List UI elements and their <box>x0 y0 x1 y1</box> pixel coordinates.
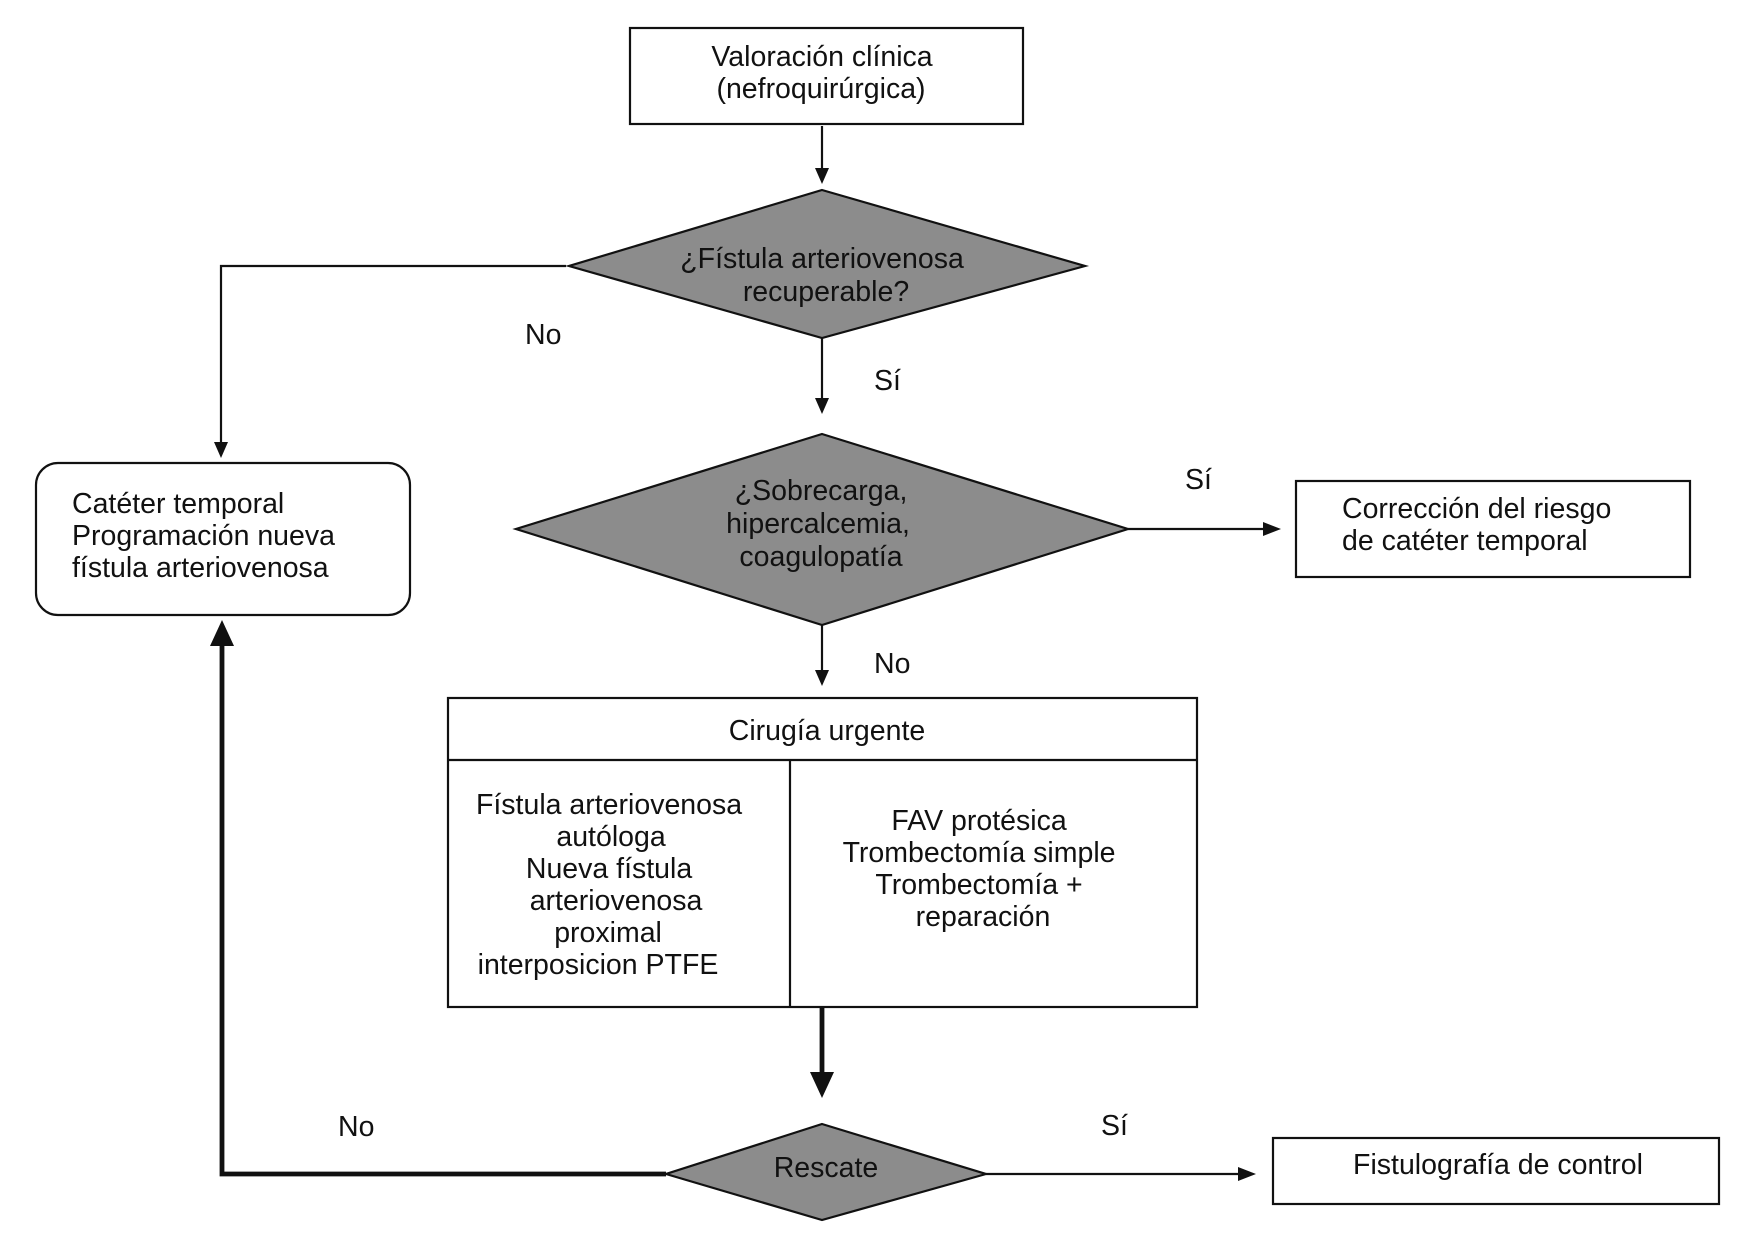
edge-label-fistula-si: Sí <box>874 365 901 397</box>
node-cirugia-urgente: Cirugía urgente Fístula arteriovenosa au… <box>446 696 1199 1009</box>
node-cateter-label: Catéter temporal Programación nueva físt… <box>72 488 343 584</box>
edge-label-sobrecarga-no: No <box>874 648 910 680</box>
arrowhead <box>214 442 228 458</box>
node-correccion-riesgo: Corrección del riesgo de catéter tempora… <box>1294 479 1692 579</box>
arrowhead <box>815 168 829 184</box>
node-cateter-temporal: Catéter temporal Programación nueva físt… <box>34 461 412 617</box>
cirugia-right-options: FAV protésica Trombectomía simple Trombe… <box>843 805 1124 933</box>
edge-rescate-no <box>219 644 666 1177</box>
edge-label-rescate-si: Sí <box>1101 1110 1128 1142</box>
node-fistulografia-label: Fistulografía de control <box>1353 1149 1643 1181</box>
decision-sobrecarga: ¿Sobrecarga, hipercalcemia, coagulopatía <box>512 432 1132 627</box>
arrowhead <box>815 670 829 686</box>
decision-fistula-recuperable: ¿Fístula arteriovenosa recuperable? <box>565 188 1090 340</box>
cirugia-left-options: Fístula arteriovenosa autóloga Nueva fís… <box>476 789 750 981</box>
node-correccion-label: Corrección del riesgo de catéter tempora… <box>1342 493 1619 557</box>
decision-rescate-label: Rescate <box>774 1152 879 1184</box>
arrowhead <box>815 398 829 414</box>
arrowhead <box>1263 522 1281 536</box>
decision-rescate: Rescate <box>662 1122 990 1222</box>
node-valoracion-label: Valoración clínica (nefroquirúrgica) <box>711 41 940 105</box>
decision-sobrecarga-label: ¿Sobrecarga, hipercalcemia, coagulopatía <box>726 475 918 573</box>
edge-fistula-no <box>219 264 566 444</box>
edge-label-fistula-no: No <box>525 319 561 351</box>
cirugia-title: Cirugía urgente <box>729 715 925 747</box>
decision-fistula-label: ¿Fístula arteriovenosa recuperable? <box>680 243 971 308</box>
arrowhead <box>210 620 234 646</box>
node-valoracion: Valoración clínica (nefroquirúrgica) <box>628 26 1025 126</box>
node-fistulografia: Fistulografía de control <box>1271 1136 1721 1206</box>
edge-label-rescate-no: No <box>338 1111 374 1143</box>
arrowhead <box>1238 1167 1256 1181</box>
arrowhead <box>810 1072 834 1098</box>
edge-label-sobrecarga-si: Sí <box>1185 464 1212 496</box>
